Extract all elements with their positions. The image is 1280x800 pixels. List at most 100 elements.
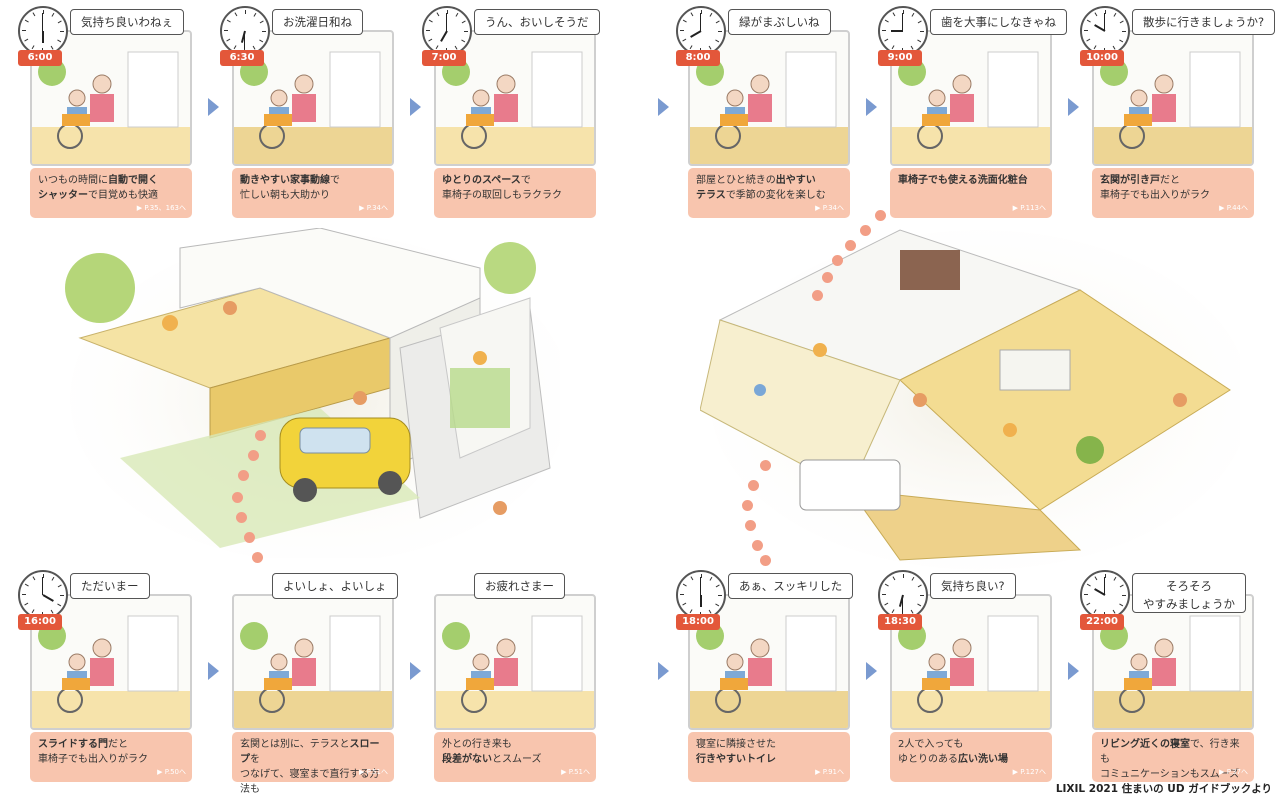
caption-text: で 忙しい朝も大助かり (240, 175, 340, 201)
speech-bubble: あぁ、スッキリした (728, 573, 854, 599)
scene-card: 18:30 気持ち良い? 2人で入っても ゆとりのある広い洗い場 ▶ P.127へ (878, 570, 1060, 785)
caption-text: いつもの時間に (38, 175, 108, 186)
scene-illustration (1094, 51, 1252, 164)
next-arrow-icon (208, 662, 219, 680)
page-reference[interactable]: ▶ P.113へ (1012, 204, 1046, 212)
scene-caption: 玄関とは別に、テラスとスロープを つなげて、寝室まで直行する方法も▶ P.51へ (232, 732, 394, 795)
scene-caption: 寝室に隣接させた 行きやすいトイレ▶ P.91へ (688, 732, 850, 782)
speech-bubble: 散歩に行きましょうか? (1132, 9, 1276, 35)
scene-caption: 車椅子でも使える洗面化粧台▶ P.113へ (890, 168, 1052, 218)
scene-caption: 外との行き来も 段差がないとスムーズ▶ P.51へ (434, 732, 596, 782)
clock-icon (878, 570, 928, 620)
clock-icon (1080, 570, 1130, 620)
page-reference[interactable]: ▶ P.127へ (1012, 768, 1046, 776)
speech-bubble: 気持ち良い? (930, 573, 1016, 599)
scene-caption: 動きやすい家事動線で 忙しい朝も大助かり ▶ P.34へ (232, 168, 394, 218)
caption-highlight: 動きやすい家事動線 (240, 175, 330, 186)
scene-caption: いつもの時間に自動で開く シャッターで目覚めも快適▶ P.35、163へ (30, 168, 192, 218)
speech-bubble: 緑がまぶしいね (728, 9, 831, 35)
path-dot (860, 225, 871, 236)
time-badge: 18:30 (878, 614, 922, 630)
clock-icon (676, 570, 726, 620)
scene-card: お疲れさまー外との行き来も 段差がないとスムーズ▶ P.51へ (434, 570, 604, 785)
path-dot (760, 555, 771, 566)
time-badge: 10:00 (1080, 50, 1124, 66)
scene-illustration (1094, 615, 1252, 728)
caption-highlight: 出やすい (775, 175, 816, 186)
path-dot (248, 450, 259, 461)
time-badge: 16:00 (18, 614, 62, 630)
path-dot (255, 430, 266, 441)
caption-highlight: 段差がない (442, 754, 492, 765)
caption-highlight: 行きやすいトイレ (696, 754, 776, 765)
path-dot (742, 500, 753, 511)
page-reference[interactable]: ▶ P.51へ (561, 768, 590, 776)
caption-highlight: シャッター (38, 190, 88, 201)
page-reference[interactable]: ▶ P.50へ (157, 768, 186, 776)
clock-icon (422, 6, 472, 56)
caption-highlight: 広い洗い場 (958, 754, 1008, 765)
path-dot (845, 240, 856, 251)
path-dot (252, 552, 263, 563)
path-dot (875, 210, 886, 221)
caption-highlight: 玄関が引き戸 (1100, 175, 1160, 186)
next-arrow-icon (410, 662, 421, 680)
next-arrow-icon (1068, 98, 1079, 116)
page-reference[interactable]: ▶ P.51へ (359, 768, 388, 776)
next-arrow-icon (658, 98, 669, 116)
page-reference[interactable]: ▶ P.44へ (1219, 204, 1248, 212)
clock-icon (18, 6, 68, 56)
scene-illustration (892, 51, 1050, 164)
caption-text: で季節の変化を楽しむ (725, 190, 826, 201)
speech-bubble: ただいまー (70, 573, 150, 599)
next-arrow-icon (866, 98, 877, 116)
time-badge: 18:00 (676, 614, 720, 630)
clock-icon (878, 6, 928, 56)
caption-text: を つなげて、寝室まで直行する方法も (240, 754, 380, 795)
next-arrow-icon (208, 98, 219, 116)
path-dot (760, 460, 771, 471)
scene-card: 6:30 お洗濯日和ね動きやすい家事動線で 忙しい朝も大助かり ▶ P.34へ (220, 6, 402, 221)
page-reference[interactable]: ▶ P.34へ (815, 204, 844, 212)
page-reference[interactable]: ▶ P.34へ (359, 204, 388, 212)
speech-bubble: 歯を大事にしなきゃね (930, 9, 1067, 35)
page-reference[interactable]: ▶ P.35、163へ (136, 204, 186, 212)
next-arrow-icon (1068, 662, 1079, 680)
time-badge: 22:00 (1080, 614, 1124, 630)
time-badge: 8:00 (676, 50, 720, 66)
scene-illustration (32, 615, 190, 728)
scene-illustration (892, 615, 1050, 728)
time-badge: 6:00 (18, 50, 62, 66)
caption-text: 玄関とは別に、テラスと (240, 739, 350, 750)
caption-highlight: 自動で開く (108, 175, 158, 186)
next-arrow-icon (866, 662, 877, 680)
page-reference[interactable]: ▶ P.91へ (815, 768, 844, 776)
scene-card: 22:00 そろそろ やすみましょうかリビング近くの寝室で、行き来も コミュニケー… (1080, 570, 1262, 785)
speech-bubble: よいしょ、よいしょ (272, 573, 398, 599)
speech-bubble: そろそろ やすみましょうか (1132, 573, 1246, 613)
caption-text: 2人で入っても ゆとりのある (898, 739, 964, 765)
source-credit: LIXIL 2021 住まいの UD ガイドブックより (1055, 783, 1272, 795)
scene-caption: 部屋とひと続きの出やすい テラスで季節の変化を楽しむ▶ P.34へ (688, 168, 850, 218)
time-badge: 6:30 (220, 50, 264, 66)
caption-text: で 車椅子の取回しもラクラク (442, 175, 562, 201)
path-dot (752, 540, 763, 551)
clock-icon (1080, 6, 1130, 56)
caption-highlight: リビング近くの寝室 (1100, 739, 1190, 750)
caption-text: 部屋とひと続きの (696, 175, 776, 186)
scene-illustration (234, 615, 392, 728)
scene-frame (1092, 30, 1254, 166)
scene-caption: リビング近くの寝室で、行き来も コミュニケーションもスムーズ▶ P.37へ (1092, 732, 1254, 782)
caption-text: 外との行き来も (442, 739, 512, 750)
speech-bubble: お洗濯日和ね (272, 9, 363, 35)
path-dot (232, 492, 243, 503)
house-interior-illustration (700, 229, 1240, 570)
scene-caption: 2人で入っても ゆとりのある広い洗い場 ▶ P.127へ (890, 732, 1052, 782)
path-dot (822, 272, 833, 283)
page-reference[interactable]: ▶ P.37へ (1219, 768, 1248, 776)
